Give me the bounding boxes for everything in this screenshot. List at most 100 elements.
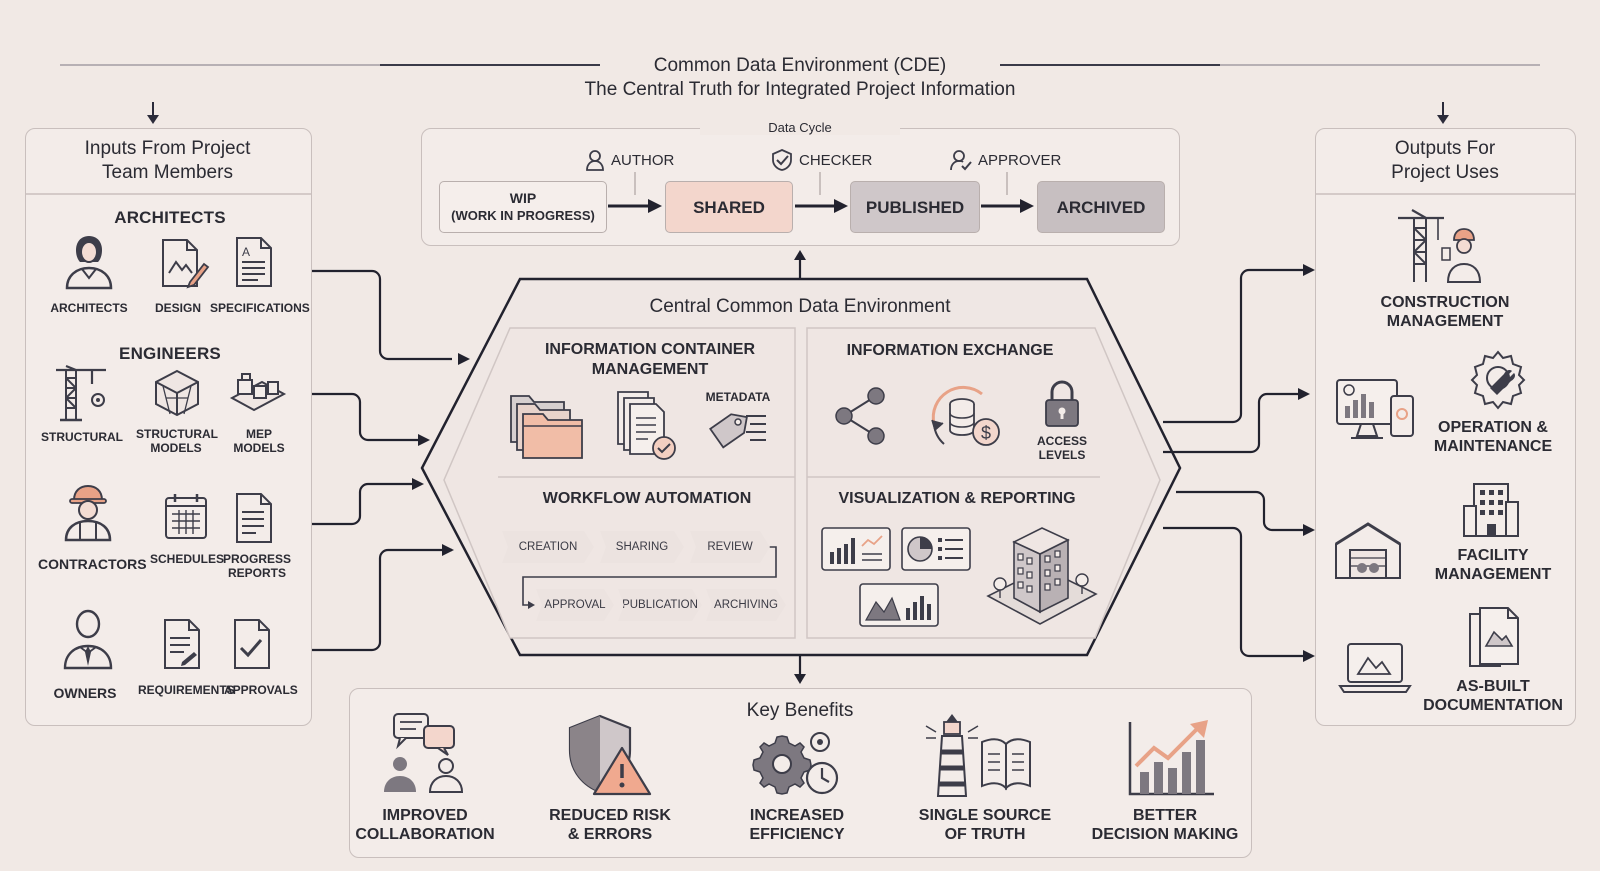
benefit-truth-line1: SINGLE SOURCE <box>918 807 1052 824</box>
metadata-tag-icon <box>709 413 766 449</box>
outputs-heading-line1: Outputs For <box>1394 138 1496 159</box>
output-construction-line1: CONSTRUCTION <box>1380 294 1510 311</box>
role-checker: CHECKER <box>771 149 872 171</box>
workflow-title: WORKFLOW AUTOMATION <box>542 490 752 507</box>
benefit-decision-label: BETTER DECISION MAKING <box>1085 806 1245 844</box>
workflow-step-approval: APPROVAL <box>536 589 614 621</box>
output-facility-line2: MANAGEMENT <box>1434 566 1552 583</box>
output-construction-label: CONSTRUCTION MANAGEMENT <box>1355 293 1535 331</box>
svg-text:$: $ <box>981 423 991 443</box>
visual-title: VISUALIZATION & REPORTING <box>838 490 1076 507</box>
approvals-icon <box>234 619 270 669</box>
benefit-risk-line1: REDUCED RISK <box>549 807 671 824</box>
stage-archived: ARCHIVED <box>1037 181 1165 233</box>
building-model-icon <box>986 527 1098 625</box>
output-facility-line1: FACILITY <box>1457 547 1529 564</box>
gear-wrench-icon <box>1470 350 1526 410</box>
access-levels-label: ACCESS LEVELS <box>1022 434 1102 462</box>
output-operation-line1: OPERATION & <box>1438 419 1548 436</box>
author-user-icon <box>586 150 604 171</box>
output-asbuilt-label: AS-BUILT DOCUMENTATION <box>1413 677 1573 715</box>
group-architects-title: ARCHITECTS <box>114 208 226 227</box>
owners-label: OWNERS <box>53 685 117 701</box>
output-operation-line2: MAINTENANCE <box>1433 438 1553 455</box>
structural-label: STRUCTURAL <box>41 430 123 444</box>
documents-check-icon <box>617 391 676 460</box>
benefits-heading: Key Benefits <box>746 700 854 721</box>
area-report-icon <box>859 583 939 627</box>
bar-report-icon <box>821 527 891 571</box>
design-label: DESIGN <box>154 301 201 315</box>
access-levels-line1: ACCESS <box>1036 434 1087 448</box>
stage-published: PUBLISHED <box>850 181 980 233</box>
growth-chart-icon <box>1128 720 1214 796</box>
laptop-drawing-icon <box>1338 643 1412 693</box>
output-construction-line2: MANAGEMENT <box>1386 313 1504 330</box>
construction-crane-worker-icon <box>1398 209 1482 283</box>
benefit-truth-label: SINGLE SOURCE OF TRUTH <box>905 806 1065 844</box>
outputs-heading-line2: Project Uses <box>1391 162 1499 183</box>
approver-label: APPROVER <box>978 151 1062 169</box>
outputs-heading: Outputs For Project Uses <box>1345 137 1545 185</box>
output-operation-label: OPERATION & MAINTENANCE <box>1408 418 1578 456</box>
requirements-label: REQUIREMENTS <box>138 683 235 697</box>
design-icon <box>162 239 210 289</box>
collaboration-icon <box>384 713 464 793</box>
owner-person-icon <box>63 609 113 670</box>
schedules-icon <box>165 494 207 539</box>
architect-person-icon <box>65 236 113 290</box>
office-building-icon <box>1463 483 1519 537</box>
workflow-step-publication: PUBLICATION <box>618 589 702 621</box>
contractor-hardhat-icon <box>64 484 112 542</box>
exchange-title: INFORMATION EXCHANGE <box>846 342 1054 359</box>
inputs-heading: Inputs From Project Team Members <box>84 138 251 183</box>
pie-report-icon <box>901 527 971 571</box>
checker-shield-icon <box>772 149 792 171</box>
specifications-icon: A <box>236 237 272 287</box>
output-facility-label: FACILITY MANAGEMENT <box>1418 546 1568 584</box>
role-approver: APPROVER <box>950 149 1061 171</box>
benefit-efficiency-line1: INCREASED <box>749 807 845 824</box>
workflow-step-archiving: ARCHIVING <box>706 589 786 621</box>
approvals-label: APPROVALS <box>224 683 298 697</box>
mep-models-label: MEP MODELS <box>233 427 285 455</box>
page-title: Common Data Environment (CDE) <box>653 55 947 76</box>
structural-crane-icon <box>56 364 106 422</box>
architects-label: ARCHITECTS <box>50 301 128 315</box>
group-engineers-title: ENGINEERS <box>119 344 221 363</box>
workflow-step-review: REVIEW <box>690 531 770 563</box>
icm-title-line2: MANAGEMENT <box>591 361 709 378</box>
progress-reports-icon <box>236 493 272 543</box>
specifications-label: SPECIFICATIONS <box>210 301 310 315</box>
contractors-label: CONTRACTORS <box>38 556 147 572</box>
benefit-collaboration-line2: COLLABORATION <box>355 826 495 843</box>
progress-reports-label: PROGRESS REPORTS <box>222 552 291 580</box>
lighthouse-book-icon <box>925 714 1031 797</box>
output-asbuilt-line2: DOCUMENTATION <box>1423 697 1563 714</box>
outputs-panel <box>1315 128 1576 726</box>
warehouse-icon <box>1335 522 1401 579</box>
svg-text:A: A <box>242 245 250 259</box>
approver-user-check-icon <box>950 150 972 171</box>
checker-label: CHECKER <box>799 151 873 169</box>
lock-icon <box>1045 380 1079 427</box>
database-sync-icon: $ <box>931 385 1000 446</box>
stage-wip-sub: (WORK IN PROGRESS) <box>451 208 595 223</box>
workflow-step-creation: CREATION <box>502 531 594 563</box>
benefit-truth-line2: OF TRUTH <box>944 826 1026 843</box>
benefit-collaboration-line1: IMPROVED <box>382 807 468 824</box>
schedules-label: SCHEDULES <box>150 552 225 566</box>
benefit-decision-line2: DECISION MAKING <box>1091 826 1239 843</box>
gears-clock-icon <box>752 732 839 795</box>
workflow-step-sharing: SHARING <box>600 531 684 563</box>
metadata-label: METADATA <box>705 390 771 404</box>
structural-models-label: STRUCTURAL MODELS <box>136 427 218 455</box>
benefit-efficiency-line2: EFFICIENCY <box>749 826 845 843</box>
data-cycle-label: Data Cycle <box>700 120 900 135</box>
folders-icon <box>510 395 583 459</box>
